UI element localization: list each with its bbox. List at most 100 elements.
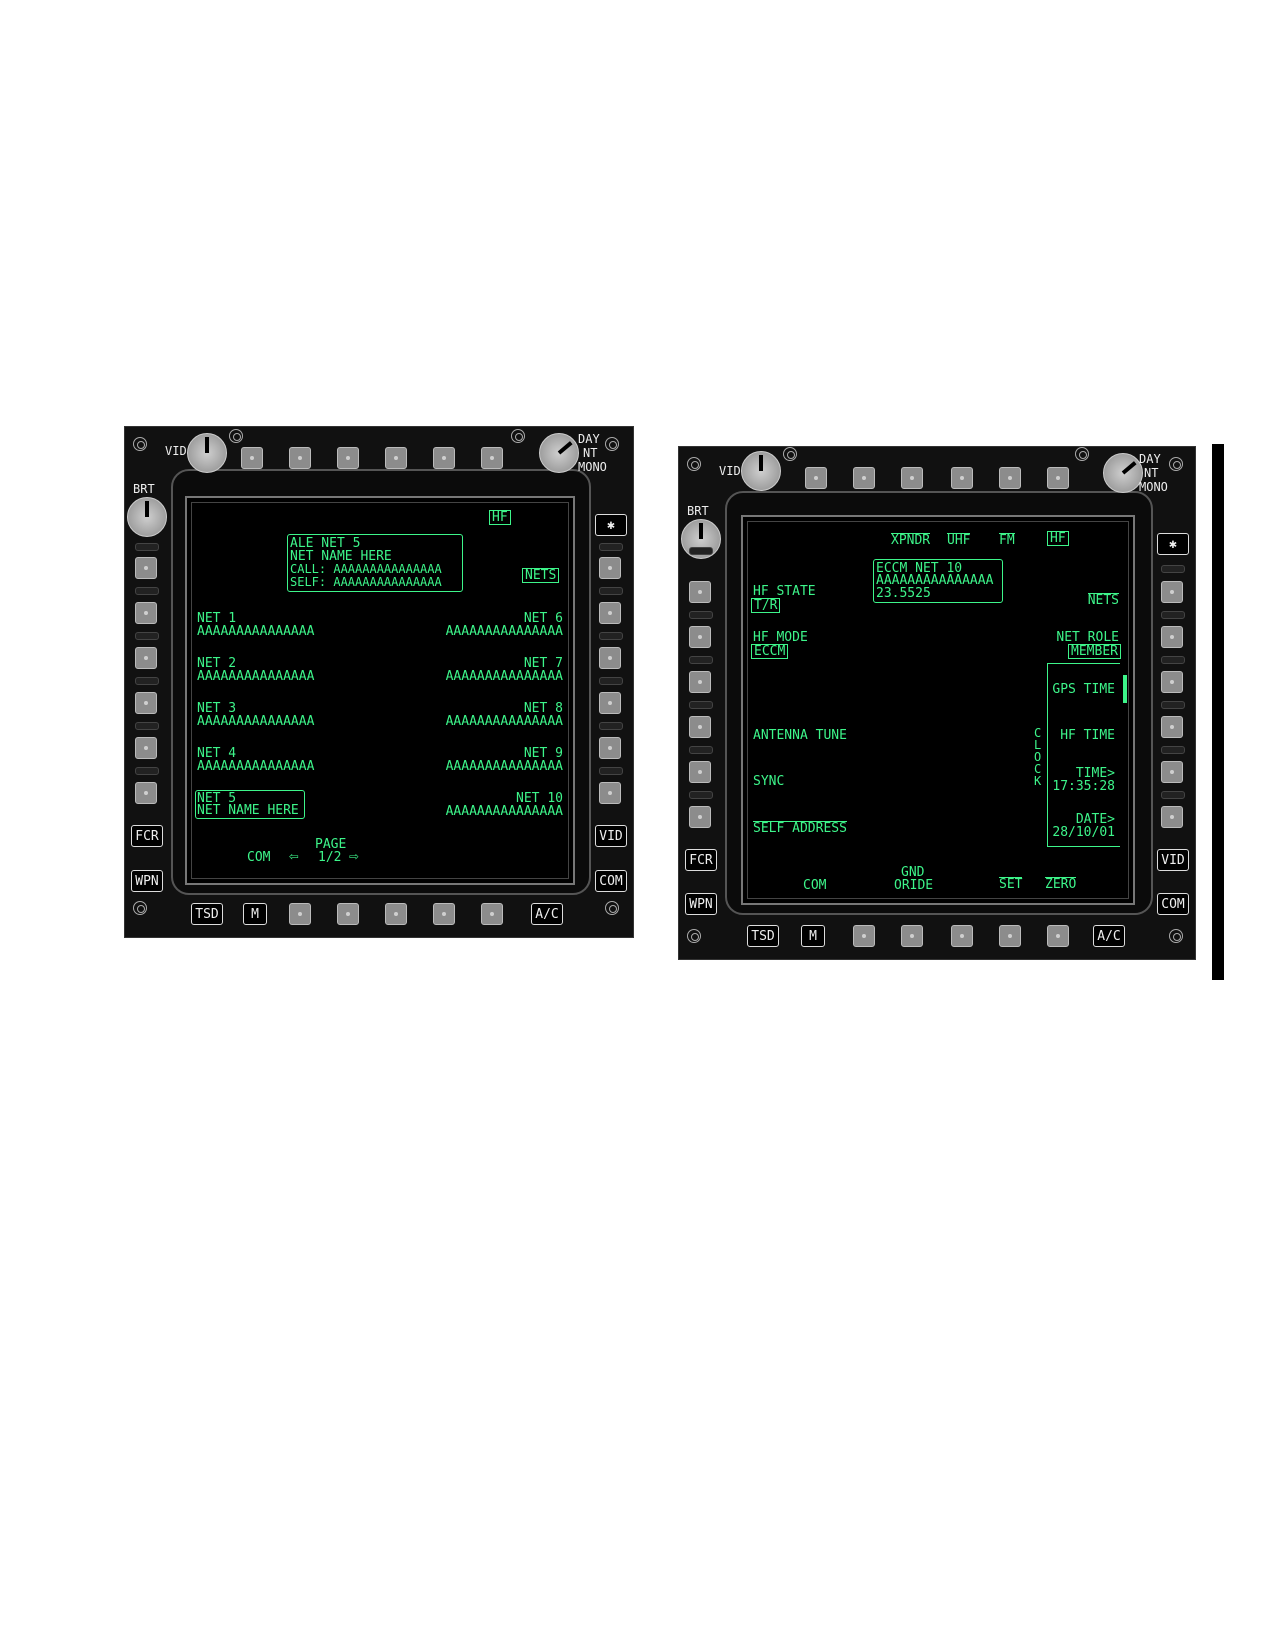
right-bezel-key-1[interactable] (599, 557, 621, 579)
bottom-bezel-key-5[interactable] (481, 903, 503, 925)
top-bezel-key-3[interactable] (901, 467, 923, 489)
left-bezel-key-4[interactable] (689, 716, 711, 738)
star-button[interactable]: ✱ (1157, 533, 1189, 555)
left-bezel-key-5[interactable] (135, 737, 157, 759)
right-bezel-key-2[interactable] (599, 602, 621, 624)
right-bezel-key-5[interactable] (599, 737, 621, 759)
net-10-label[interactable]: NET 10 (516, 791, 563, 806)
top-bezel-key-3[interactable] (337, 447, 359, 469)
bottom-bezel-key-1[interactable] (289, 903, 311, 925)
bottom-bezel-key-3[interactable] (951, 925, 973, 947)
left-bezel-key-1[interactable] (135, 557, 157, 579)
net-8-label[interactable]: NET 8 (523, 701, 563, 716)
net-5-selected-box[interactable]: NET 5 NET NAME HERE (195, 790, 305, 819)
left-bezel-key-1[interactable] (689, 581, 711, 603)
net-1-label[interactable]: NET 1 (197, 611, 237, 626)
hf-mode-label[interactable]: HF MODE (753, 630, 808, 645)
top-bezel-key-1[interactable] (805, 467, 827, 489)
set-button[interactable]: SET (999, 877, 1023, 892)
top-bezel-key-6[interactable] (481, 447, 503, 469)
top-bezel-key-4[interactable] (951, 467, 973, 489)
left-bezel-key-3[interactable] (135, 647, 157, 669)
net-role-label[interactable]: NET ROLE (1056, 630, 1119, 645)
right-bezel-key-4[interactable] (599, 692, 621, 714)
time-label[interactable]: TIME> (1075, 766, 1115, 781)
right-bezel-key-6[interactable] (599, 782, 621, 804)
nets-button[interactable]: NETS (522, 568, 560, 583)
bottom-bezel-key-4[interactable] (433, 903, 455, 925)
top-bezel-key-1[interactable] (241, 447, 263, 469)
net-3-label[interactable]: NET 3 (197, 701, 237, 716)
page-prev-icon[interactable]: ⇦ (289, 846, 299, 865)
bottom-bezel-key-1[interactable] (853, 925, 875, 947)
star-button[interactable]: ✱ (595, 514, 627, 536)
m-button[interactable]: M (801, 925, 825, 947)
gps-time-label[interactable]: GPS TIME (1052, 682, 1115, 697)
wpn-button[interactable]: WPN (131, 870, 163, 892)
right-bezel-key-2[interactable] (1161, 626, 1183, 648)
bottom-bezel-key-3[interactable] (385, 903, 407, 925)
vid-knob[interactable] (187, 433, 227, 473)
wpn-button[interactable]: WPN (685, 893, 717, 915)
left-bezel-key-2[interactable] (689, 626, 711, 648)
brt-knob[interactable] (127, 497, 167, 537)
right-bezel-key-3[interactable] (599, 647, 621, 669)
antenna-tune-label[interactable]: ANTENNA TUNE (753, 728, 847, 743)
sync-label[interactable]: SYNC (753, 774, 785, 789)
hf-state-label[interactable]: HF STATE (753, 584, 816, 599)
hf-time-label[interactable]: HF TIME (1060, 728, 1115, 743)
vid-button[interactable]: VID (595, 825, 627, 847)
gnd-label[interactable]: GND (901, 865, 925, 880)
bottom-bezel-key-2[interactable] (337, 903, 359, 925)
top-bezel-key-4[interactable] (385, 447, 407, 469)
net-4-label[interactable]: NET 4 (197, 746, 237, 761)
left-bezel-key-6[interactable] (689, 806, 711, 828)
top-bezel-key-6[interactable] (1047, 467, 1069, 489)
uhf-tab[interactable]: UHF (947, 533, 971, 548)
zero-button[interactable]: ZERO (1045, 877, 1077, 892)
com-label[interactable]: COM (803, 878, 827, 893)
net-7-label[interactable]: NET 7 (523, 656, 563, 671)
left-bezel-key-6[interactable] (135, 782, 157, 804)
hf-label[interactable]: HF (489, 510, 511, 525)
net-9-label[interactable]: NET 9 (523, 746, 563, 761)
left-bezel-key-3[interactable] (689, 671, 711, 693)
left-bezel-key-2[interactable] (135, 602, 157, 624)
bottom-bezel-key-4[interactable] (999, 925, 1021, 947)
left-bezel-key-4[interactable] (135, 692, 157, 714)
com-button[interactable]: COM (595, 870, 627, 892)
tsd-button[interactable]: TSD (747, 925, 779, 947)
page-next-icon[interactable]: ⇨ (349, 846, 359, 865)
day-nt-mono-knob[interactable] (1103, 453, 1143, 493)
right-bezel-key-1[interactable] (1161, 581, 1183, 603)
right-bezel-key-5[interactable] (1161, 761, 1183, 783)
top-bezel-key-2[interactable] (289, 447, 311, 469)
ac-button[interactable]: A/C (1093, 925, 1125, 947)
date-label[interactable]: DATE> (1075, 812, 1115, 827)
net-6-label[interactable]: NET 6 (523, 611, 563, 626)
net-2-label[interactable]: NET 2 (197, 656, 237, 671)
m-button[interactable]: M (243, 903, 267, 925)
top-bezel-key-5[interactable] (999, 467, 1021, 489)
top-bezel-key-2[interactable] (853, 467, 875, 489)
nets-button[interactable]: NETS (1087, 593, 1119, 608)
right-bezel-key-3[interactable] (1161, 671, 1183, 693)
hf-tab[interactable]: HF (1047, 531, 1069, 546)
vid-button[interactable]: VID (1157, 849, 1189, 871)
tsd-button[interactable]: TSD (191, 903, 223, 925)
fcr-button[interactable]: FCR (131, 825, 163, 847)
ac-button[interactable]: A/C (531, 903, 563, 925)
day-nt-mono-knob[interactable] (539, 433, 579, 473)
right-bezel-key-4[interactable] (1161, 716, 1183, 738)
right-bezel-key-6[interactable] (1161, 806, 1183, 828)
com-button[interactable]: COM (1157, 893, 1189, 915)
fm-tab[interactable]: FM (999, 533, 1015, 548)
self-address-label[interactable]: SELF ADDRESS (753, 821, 847, 836)
fcr-button[interactable]: FCR (685, 849, 717, 871)
bottom-bezel-key-2[interactable] (901, 925, 923, 947)
oride-label[interactable]: ORIDE (894, 878, 934, 893)
xpndr-tab[interactable]: XPNDR (891, 533, 931, 548)
com-label[interactable]: COM (247, 850, 271, 865)
left-bezel-key-5[interactable] (689, 761, 711, 783)
top-bezel-key-5[interactable] (433, 447, 455, 469)
